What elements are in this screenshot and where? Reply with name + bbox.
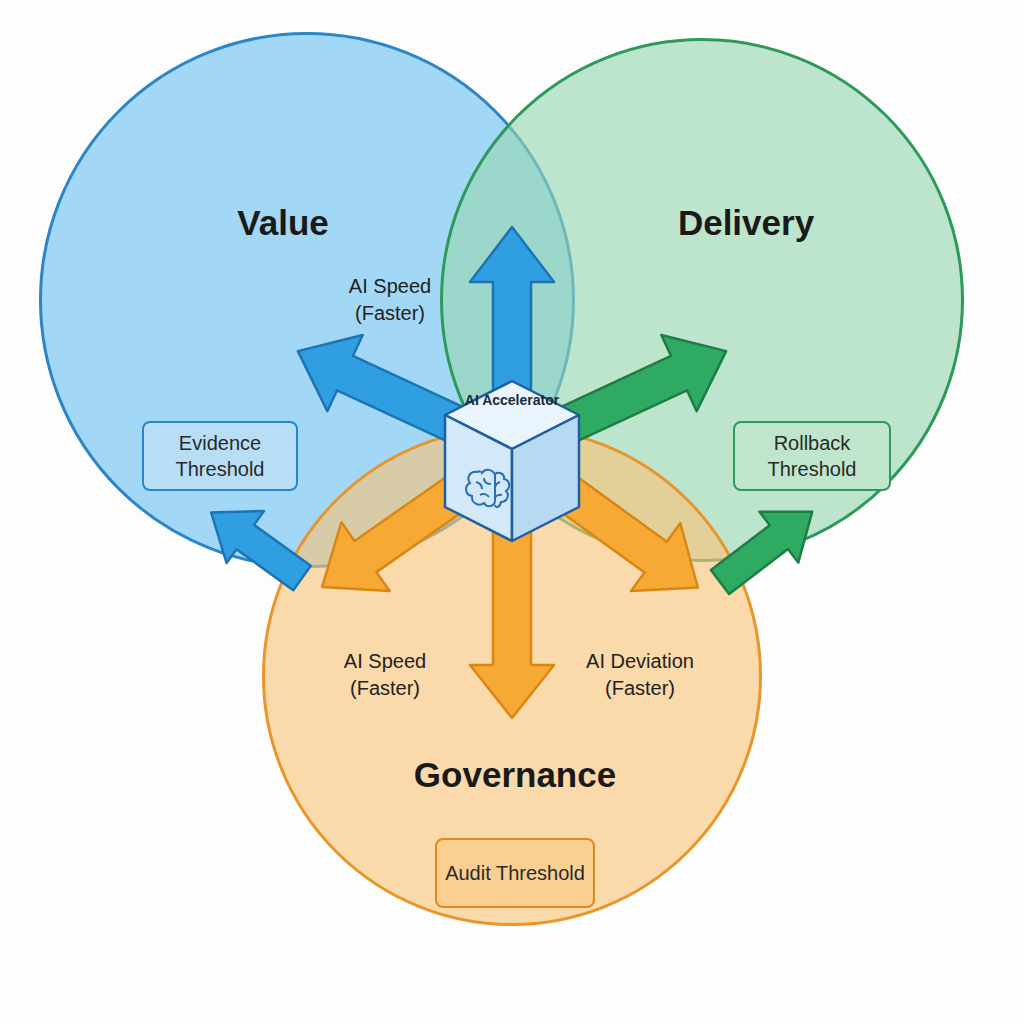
brain-icon xyxy=(466,470,509,507)
threshold-box: Evidence Threshold xyxy=(142,421,298,491)
accelerator-cube: AI Accelerator xyxy=(442,378,582,544)
cube-label: AI Accelerator xyxy=(462,392,562,409)
threshold-box: Rollback Threshold xyxy=(733,421,891,491)
threshold-box: Audit Threshold xyxy=(435,838,595,908)
threshold-label: Audit Threshold xyxy=(445,860,585,886)
circle-heading: Delivery xyxy=(678,203,814,243)
arrow-label: AI Speed (Faster) xyxy=(320,648,450,702)
threshold-label: Evidence Threshold xyxy=(152,430,288,482)
arrow-label: AI Deviation (Faster) xyxy=(575,648,705,702)
circle-heading: Value xyxy=(237,203,328,243)
circle-heading: Governance xyxy=(414,755,616,795)
arrow-label: AI Speed (Faster) xyxy=(320,273,460,327)
threshold-label: Rollback Threshold xyxy=(743,430,881,482)
